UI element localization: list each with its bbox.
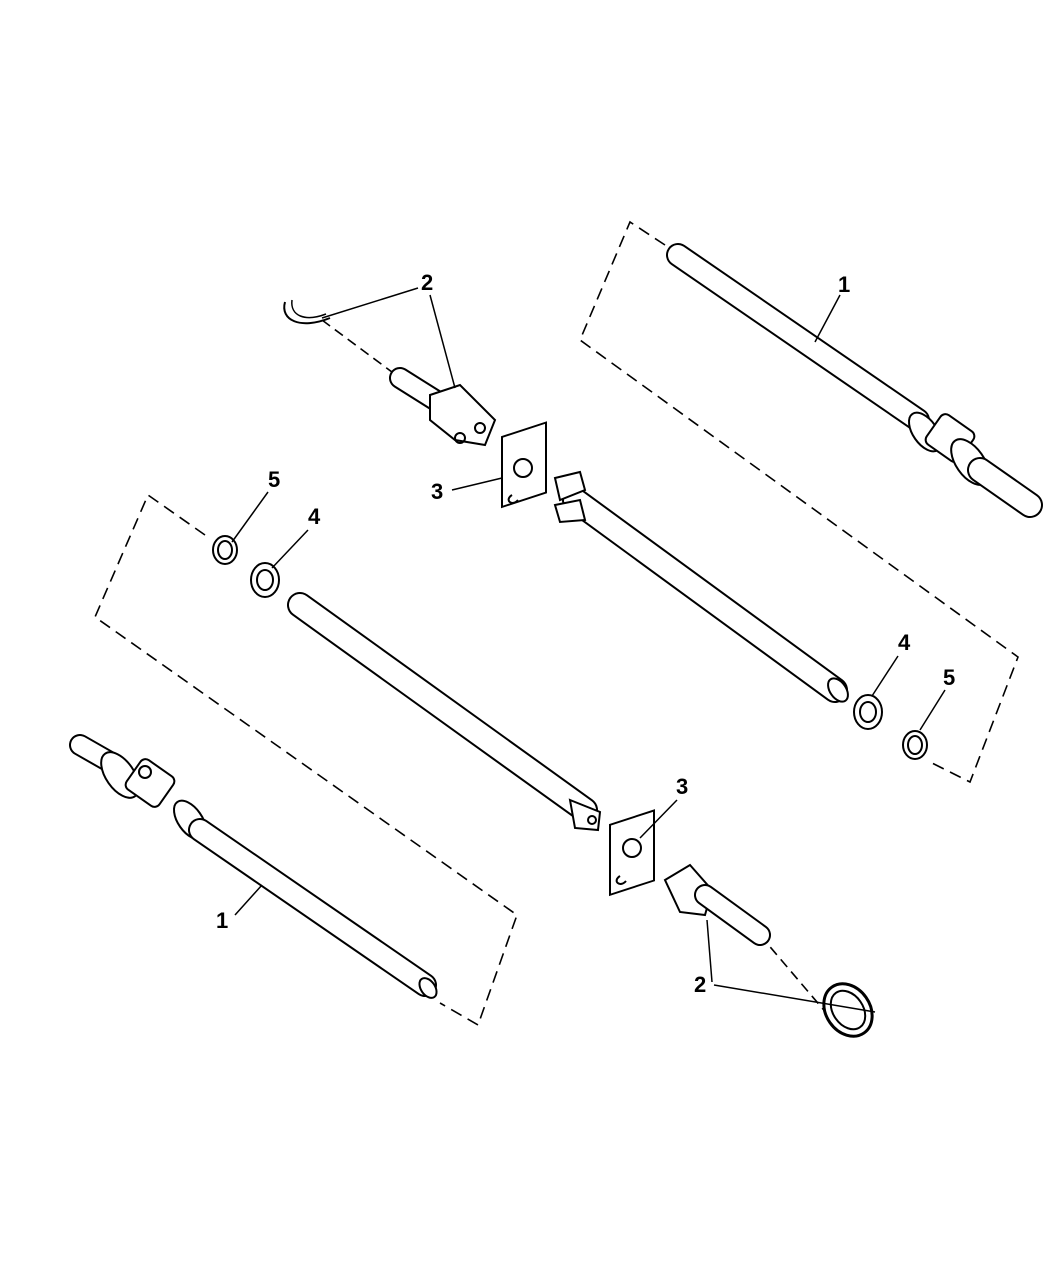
callout-2-bottom: 2: [694, 972, 707, 997]
axle-shaft-top-right: [666, 243, 1043, 518]
shaft-lower-middle: [287, 592, 602, 832]
callout-3-top: 3: [431, 479, 444, 504]
callout-1-bottom: 1: [216, 908, 229, 933]
yoke-top: [283, 299, 497, 447]
washer-4-left: [250, 562, 280, 598]
callout-2-top: 2: [421, 270, 434, 295]
group-outline-top-right: [579, 220, 1019, 784]
callout-3-bottom: 3: [676, 774, 689, 799]
assembly-lines: [321, 319, 846, 1036]
yoke-bottom: [663, 863, 874, 1038]
callout-5-left: 5: [268, 467, 281, 492]
u-joint-kit-bottom: [609, 809, 655, 897]
leader-lines: [231, 287, 946, 1013]
callout-4-right: 4: [898, 630, 911, 655]
shaft-middle: [553, 470, 849, 703]
callout-5-right: 5: [943, 665, 956, 690]
callout-1-top: 1: [838, 272, 851, 297]
ring-5-right: [902, 730, 928, 760]
group-outline-bottom-left: [94, 493, 518, 1027]
ring-5-left: [212, 535, 238, 565]
callout-4-left: 4: [308, 504, 321, 529]
washer-4-right: [853, 694, 883, 730]
axle-shaft-bottom-left: [69, 734, 438, 999]
u-joint-kit-top: [501, 421, 547, 509]
